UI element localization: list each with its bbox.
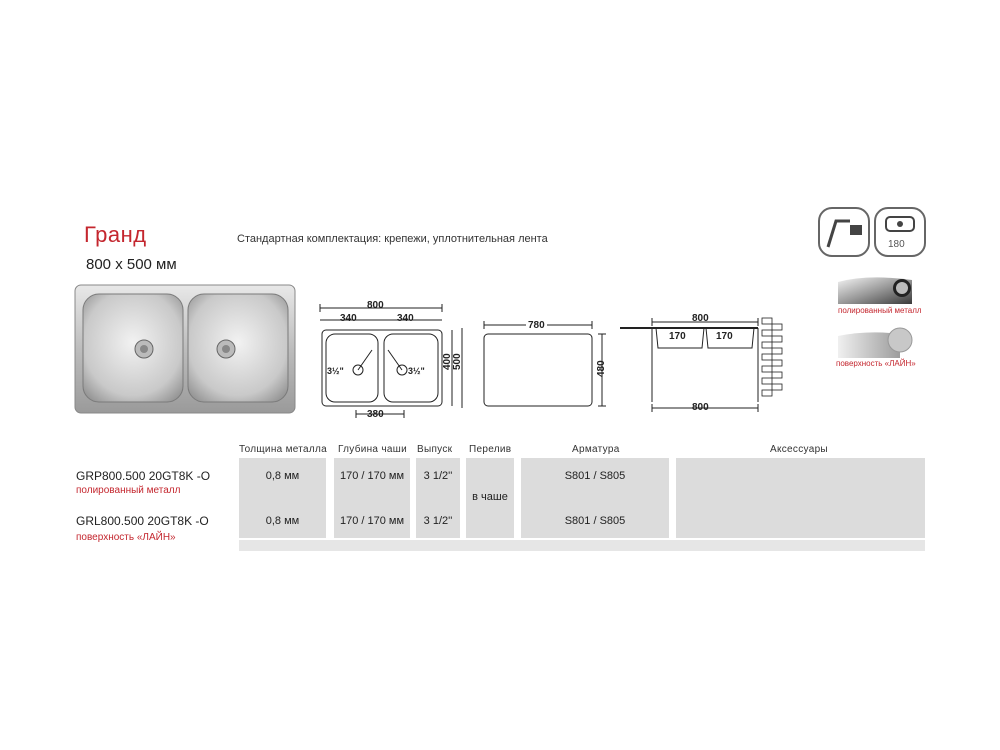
sink-photo xyxy=(74,284,296,414)
finish-label-line: поверхность «ЛАЙН» xyxy=(836,359,916,368)
row1-outlet: 3 1/2'' xyxy=(423,470,453,482)
countertop-mount-icon xyxy=(818,207,870,257)
top-view-drawing xyxy=(319,304,463,418)
product-size: 800 х 500 мм xyxy=(86,256,177,273)
finish-label-polished: полированный металл xyxy=(838,306,922,315)
col-bg-accessories xyxy=(676,458,925,538)
dim-bowl-right: 340 xyxy=(397,313,414,324)
dim-top-width: 800 xyxy=(367,300,384,311)
row2-depth: 170 / 170 мм xyxy=(339,515,405,527)
section-top: 800 xyxy=(692,313,709,324)
header-thickness: Толщина металла xyxy=(239,444,328,455)
dim-bottom: 380 xyxy=(367,409,384,420)
row1-depth: 170 / 170 мм xyxy=(339,470,405,482)
product-title: Гранд xyxy=(84,222,147,247)
col-bg-outlet xyxy=(416,458,460,538)
cutout-height: 480 xyxy=(596,360,607,377)
row2-outlet: 3 1/2'' xyxy=(423,515,453,527)
section-drawing xyxy=(620,317,783,412)
row1-thickness: 0,8 мм xyxy=(265,470,300,482)
row1-model: GRP800.500 20GT8K -O xyxy=(76,469,211,483)
cutout-drawing xyxy=(483,321,606,407)
col-bg-overflow xyxy=(466,458,514,538)
dim-drain-right: 3½" xyxy=(408,366,425,376)
col-bg-fittings xyxy=(521,458,669,538)
header-overflow: Перелив xyxy=(469,444,512,455)
header-depth: Глубина чаши xyxy=(338,444,407,455)
row2-model: GRL800.500 20GT8K -O xyxy=(76,514,209,528)
section-bottom: 800 xyxy=(692,402,709,413)
cutout-width: 780 xyxy=(526,320,547,331)
section-bowl-right: 170 xyxy=(716,331,733,342)
row1-finish: полированный металл xyxy=(76,485,181,496)
line-surface-swatch xyxy=(838,327,913,358)
bowl-rotation-icon: 180 xyxy=(874,207,926,257)
polished-metal-swatch xyxy=(838,277,912,304)
dim-bowl-left: 340 xyxy=(340,313,357,324)
header-fittings: Арматура xyxy=(572,444,620,455)
row2-thickness: 0,8 мм xyxy=(265,515,300,527)
section-bowl-left: 170 xyxy=(669,331,686,342)
standard-set-text: Стандартная комплектация: крепежи, уплот… xyxy=(237,233,548,245)
col-bg-depth xyxy=(334,458,410,538)
row2-finish: поверхность «ЛАЙН» xyxy=(76,532,176,543)
table-footer-strip xyxy=(239,540,925,551)
row1-fittings: S801 / S805 xyxy=(564,470,626,482)
dim-drain-left: 3½" xyxy=(327,366,344,376)
col-bg-thickness xyxy=(239,458,326,538)
row2-fittings: S801 / S805 xyxy=(564,515,626,527)
dim-height-outer: 500 xyxy=(452,353,463,370)
overflow-value: в чаше xyxy=(472,491,508,503)
bowl-icon-text: 180 xyxy=(888,239,905,250)
header-accessories: Аксессуары xyxy=(770,444,828,455)
header-outlet: Выпуск xyxy=(417,444,453,455)
